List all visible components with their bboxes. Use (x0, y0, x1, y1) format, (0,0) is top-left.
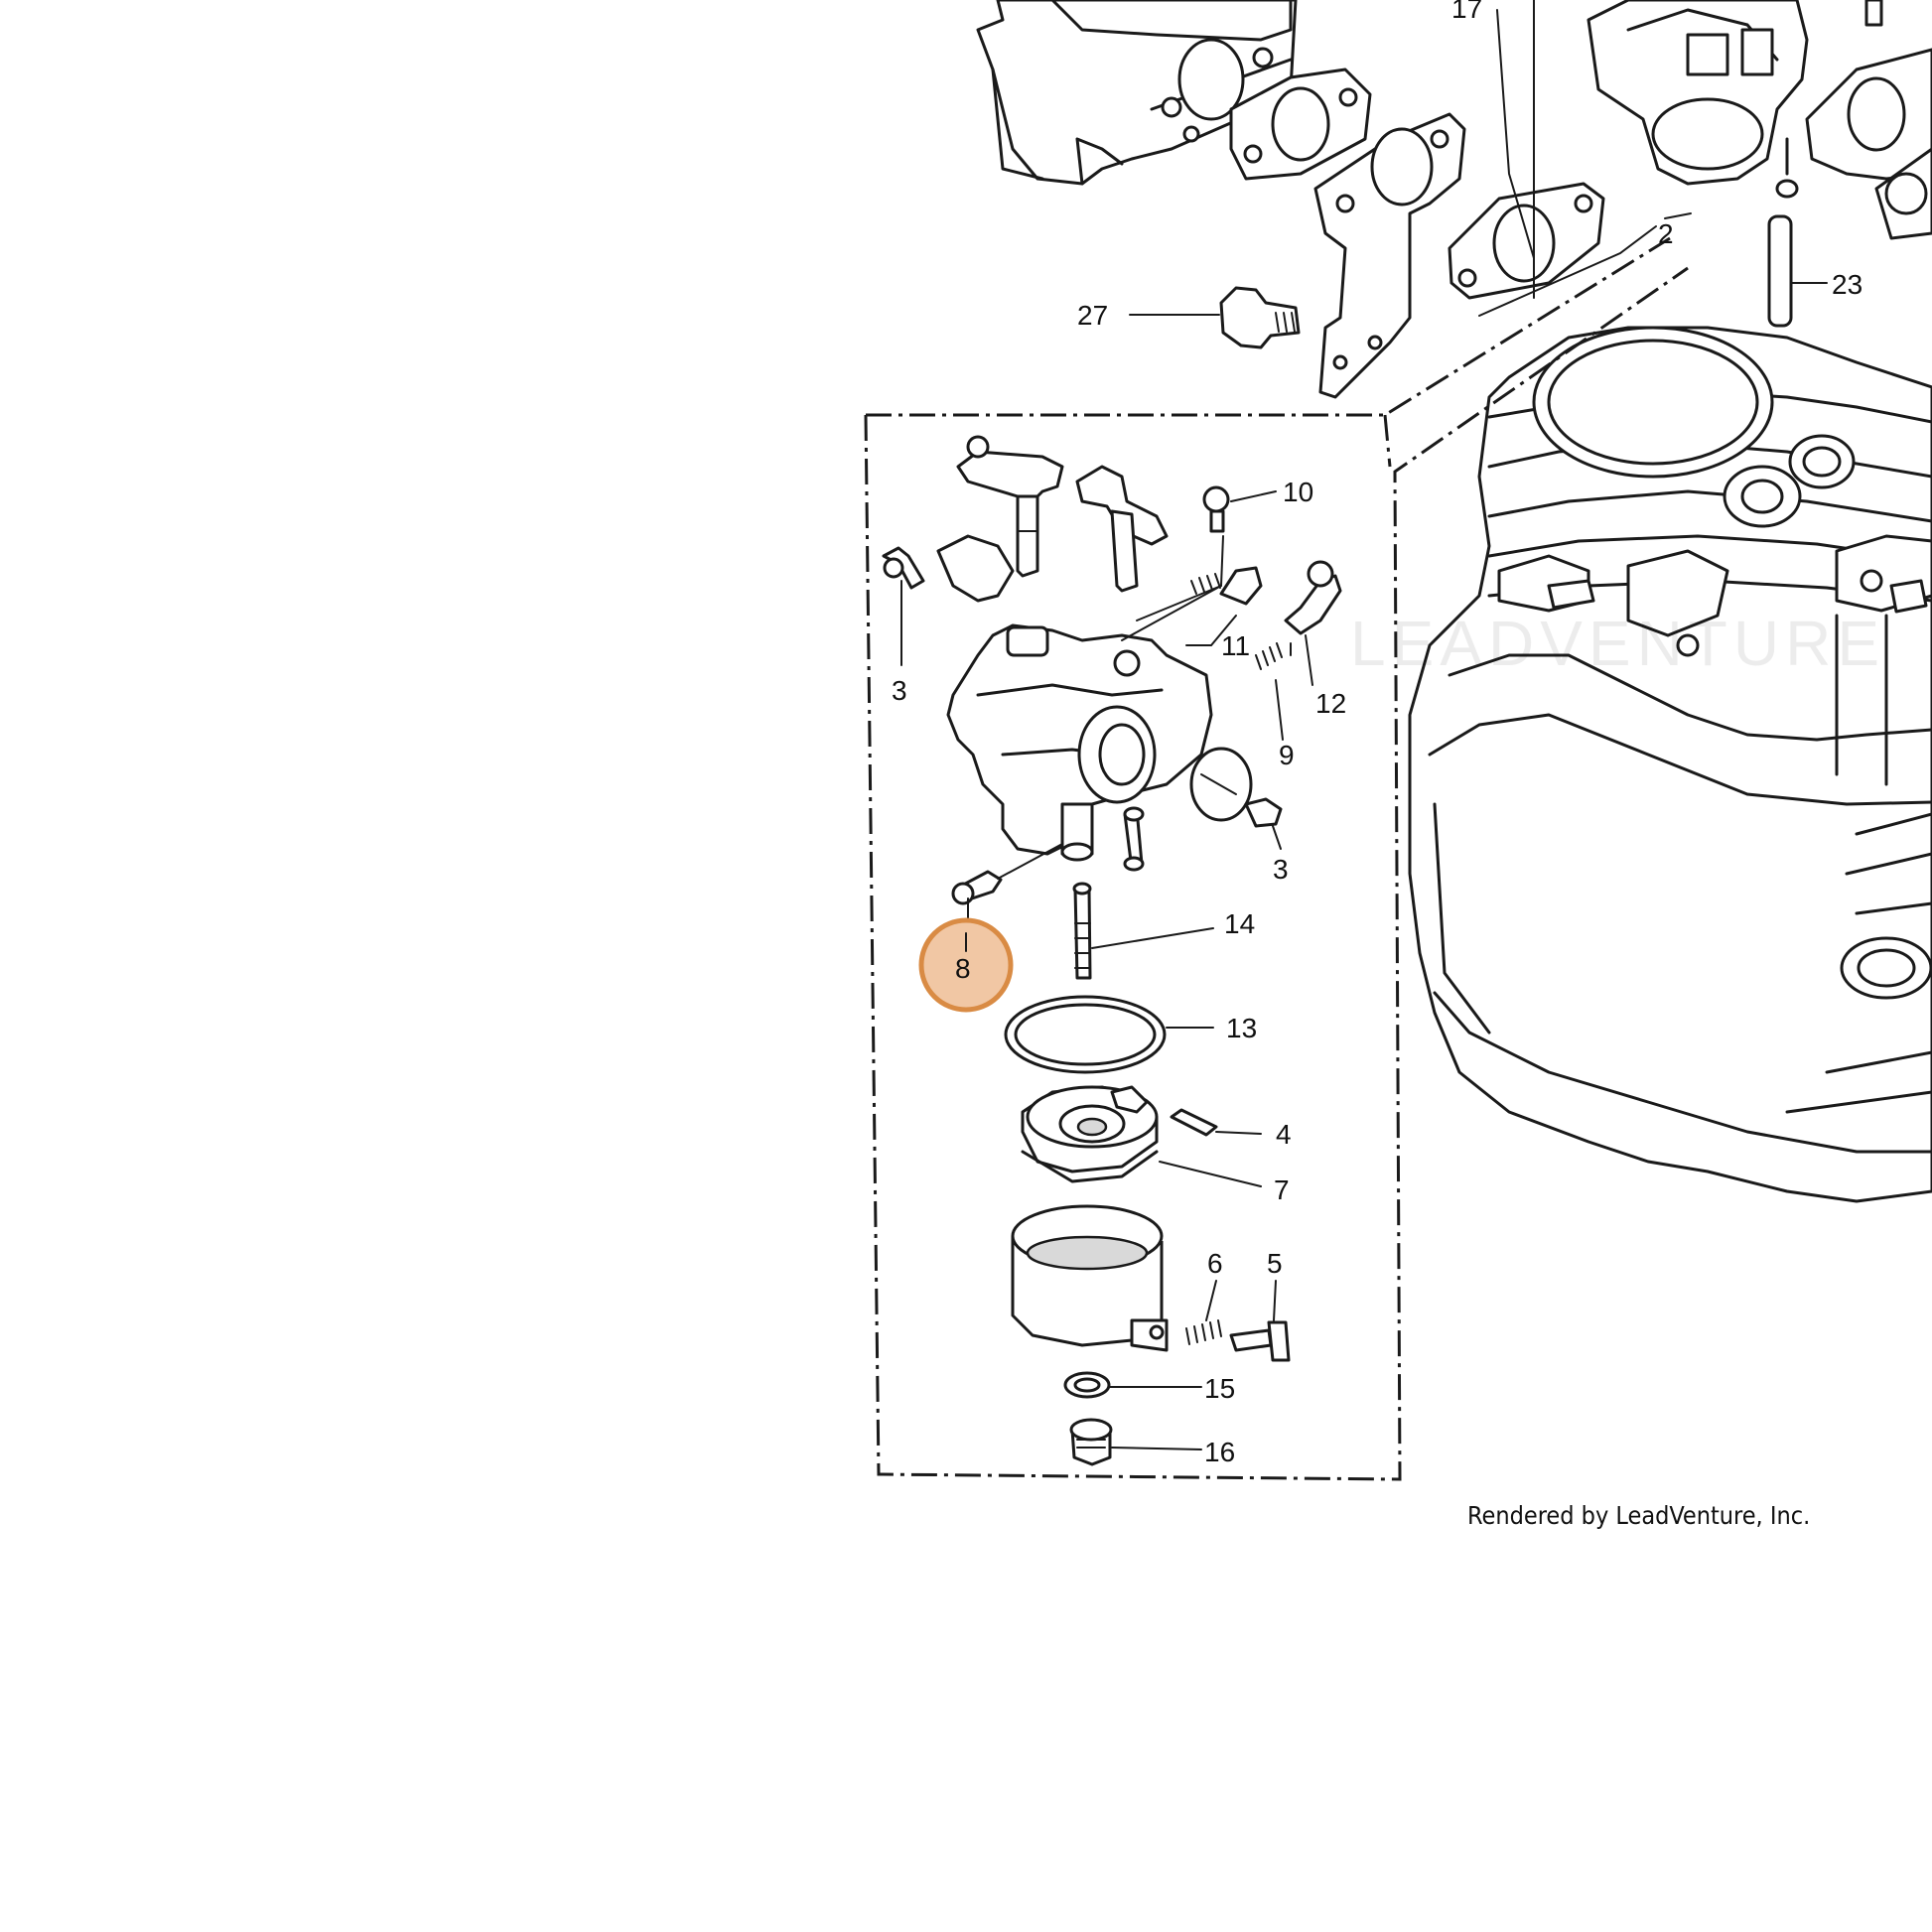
screw-8 (951, 870, 1003, 905)
right-gaskets (1805, 48, 1932, 240)
drain-bolt-16 (1069, 1418, 1113, 1466)
callout-labels: 27 2 23 10 11 12 9 3 3 14 13 4 7 6 5 15 … (892, 0, 1863, 1467)
highlighted-callout-8[interactable]: 8 (918, 917, 1014, 1013)
spring-6-screw-5 (1185, 1319, 1291, 1362)
callout-11[interactable]: 11 (1221, 630, 1250, 661)
leader-lines (900, 0, 1828, 1450)
callout-3-left[interactable]: 3 (892, 675, 907, 706)
inset-frame (864, 236, 1689, 1481)
main-nozzle-14 (1072, 882, 1092, 980)
callout-27[interactable]: 27 (1077, 300, 1108, 331)
engine-block-drawing (1408, 326, 1932, 1203)
credit-text: Rendered by LeadVenture, Inc. (1467, 1501, 1810, 1530)
carburetor-top (1587, 0, 1883, 199)
callout-3-right[interactable]: 3 (1273, 854, 1289, 885)
choke-lever (1075, 465, 1169, 593)
watermark: LEADVENTURE (1350, 608, 1885, 679)
float-bowl (1011, 1204, 1169, 1352)
callout-13[interactable]: 13 (1226, 1013, 1257, 1043)
air-cleaner-elbow-drawing (976, 0, 1298, 186)
callout-14[interactable]: 14 (1224, 908, 1255, 939)
carburetor-body (946, 623, 1213, 862)
callout-4[interactable]: 4 (1276, 1119, 1292, 1150)
throttle-plate-right (1189, 747, 1253, 822)
washer-15 (1063, 1371, 1111, 1399)
pin-23 (1767, 214, 1793, 328)
callout-9[interactable]: 9 (1279, 740, 1295, 770)
idle-screw-spring (1190, 560, 1342, 670)
screw-3-right (1244, 797, 1283, 828)
callout-10[interactable]: 10 (1283, 477, 1313, 507)
callout-5[interactable]: 5 (1267, 1248, 1283, 1279)
throttle-lever (956, 435, 1064, 578)
callout-16[interactable]: 16 (1204, 1437, 1235, 1467)
gasket-lower (1448, 182, 1605, 300)
screw-10 (1202, 485, 1230, 533)
callout-15[interactable]: 15 (1204, 1373, 1235, 1404)
callout-23[interactable]: 23 (1832, 269, 1863, 300)
highlight-circle (918, 917, 1014, 1013)
float-7 (1021, 1085, 1159, 1183)
gasket-13 (1004, 995, 1167, 1074)
callout-2[interactable]: 2 (1658, 218, 1674, 249)
gasket-upper (1229, 68, 1372, 181)
callout-6[interactable]: 6 (1207, 1248, 1223, 1279)
throttle-plate (936, 534, 1015, 603)
insulator-bracket (1313, 112, 1466, 399)
float-pin-4 (1170, 1108, 1218, 1137)
callout-8[interactable]: 8 (955, 953, 971, 984)
callout-7[interactable]: 7 (1274, 1174, 1290, 1205)
callout-12[interactable]: 12 (1315, 688, 1346, 719)
bolt-27 (1219, 286, 1301, 349)
callout-17[interactable]: 17 (1451, 0, 1482, 24)
screw-3-left (882, 546, 925, 590)
fuel-needle-stub (1123, 806, 1145, 872)
